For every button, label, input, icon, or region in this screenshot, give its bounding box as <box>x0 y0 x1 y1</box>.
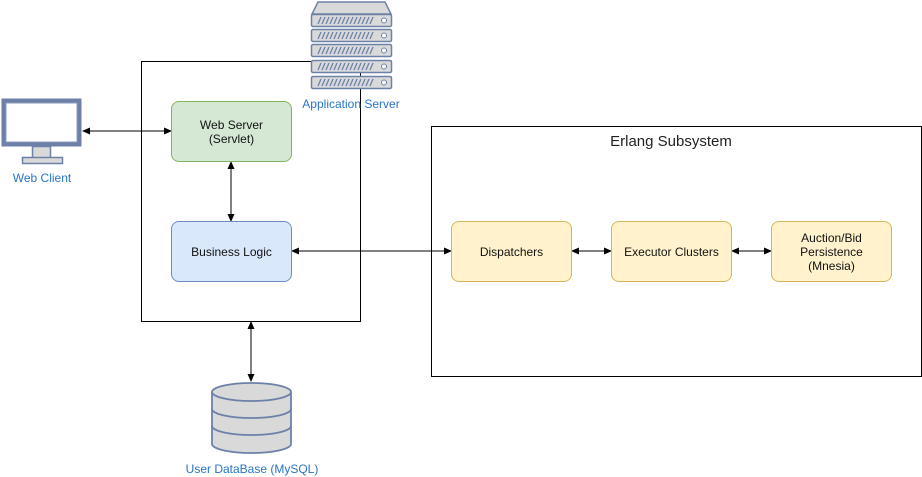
business-logic-node: Business Logic <box>171 221 292 282</box>
erlang-subsystem-title: Erlang Subsystem <box>610 133 732 150</box>
persistence-node: Auction/Bid Persistence (Mnesia) <box>771 221 892 282</box>
web-client-label: Web Client <box>12 171 72 185</box>
dispatchers-node: Dispatchers <box>451 221 572 282</box>
application-server-label: Application Server <box>302 97 400 111</box>
database-icon <box>211 382 292 454</box>
web-server-node: Web Server (Servlet) <box>171 101 292 162</box>
server-rack-icon <box>310 1 393 90</box>
user-database-label: User DataBase (MySQL) <box>185 462 319 476</box>
executor-clusters-node: Executor Clusters <box>611 221 732 282</box>
monitor-icon <box>1 98 82 165</box>
